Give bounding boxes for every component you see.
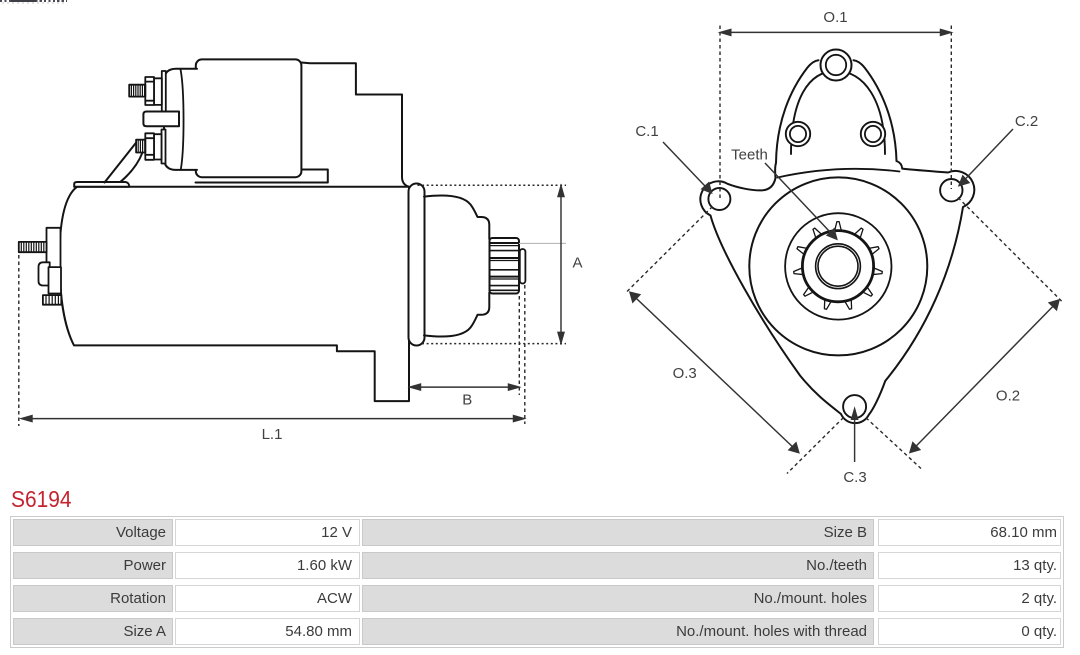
svg-text:L.1: L.1 xyxy=(262,426,283,443)
svg-text:O.3: O.3 xyxy=(673,365,697,382)
svg-text:O.2: O.2 xyxy=(996,388,1020,405)
svg-text:C.1: C.1 xyxy=(635,123,658,140)
svg-text:C.2: C.2 xyxy=(1015,113,1038,130)
svg-text:B: B xyxy=(462,392,472,409)
svg-text:A: A xyxy=(572,255,582,272)
svg-text:Teeth: Teeth xyxy=(731,147,768,164)
svg-text:C.3: C.3 xyxy=(843,469,866,486)
svg-text:O.1: O.1 xyxy=(823,9,847,26)
